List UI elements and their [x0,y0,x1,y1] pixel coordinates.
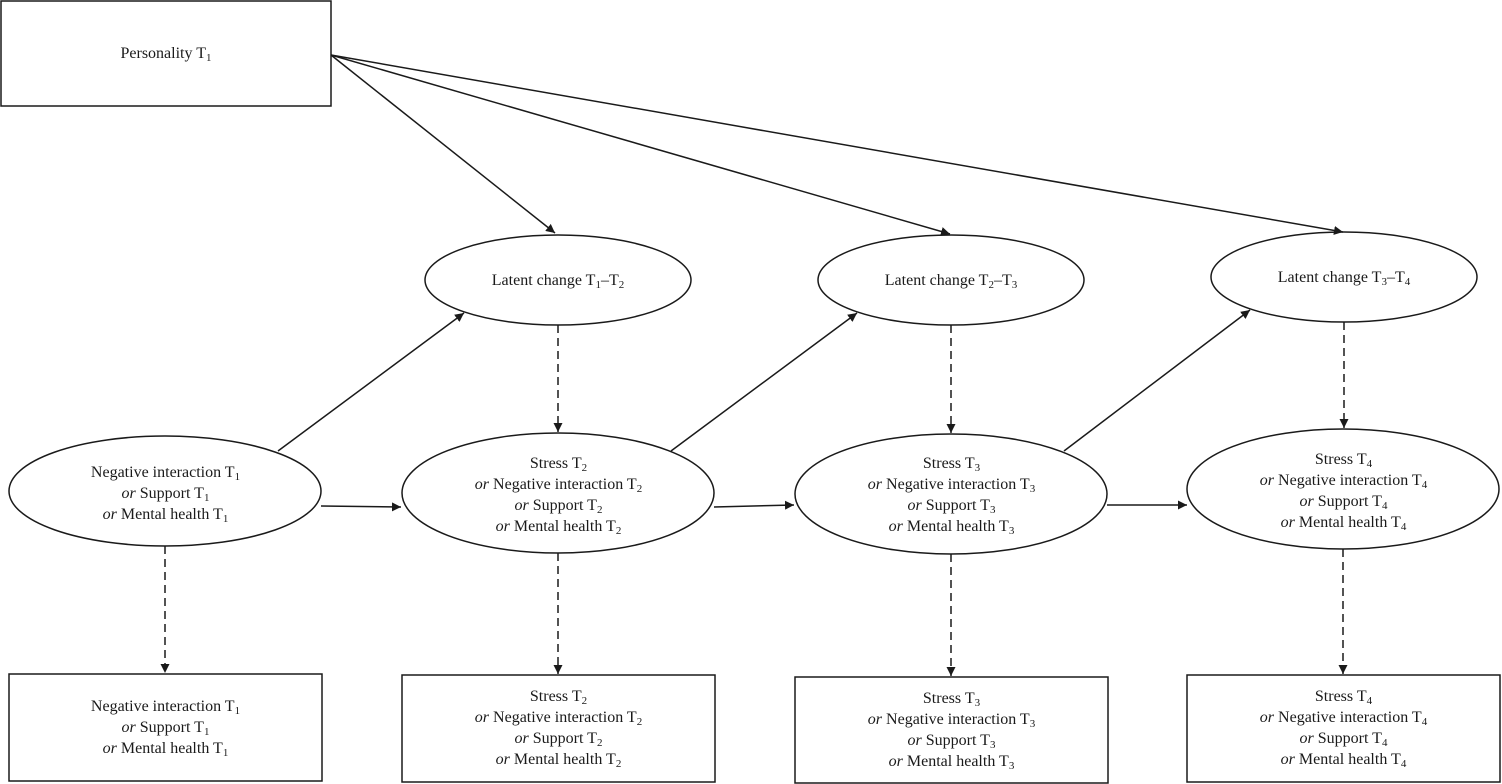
wave-label-t4: Stress T4 or Negative interaction T4 or … [1259,451,1428,533]
outcome-label-t1: Negative interaction T1 or Support T1 or… [90,698,241,759]
arrow-personality-to-latent-1 [330,54,556,234]
outcome-label-t3: Stress T3 or Negative interaction T3 or … [867,690,1036,772]
outcome-box-t3 [794,676,1109,784]
arrow-wave3-to-latent-3 [1063,309,1251,452]
arrow-wave2-to-wave3 [713,500,795,510]
outcome-label-t4: Stress T4 or Negative interaction T4 or … [1259,688,1428,770]
outcome-box-t4 [1186,674,1501,783]
outcome-box-t1 [8,673,323,782]
latent-change-label-2: Latent change T2–T3 [884,272,1018,291]
wave-label-t1: Negative interaction T1 or Support T1 or… [90,464,241,525]
outcome-box-t2 [401,674,716,783]
personality-box [0,0,332,107]
arrow-wave1-to-wave2 [320,502,402,512]
latent-change-label-1: Latent change T1–T2 [491,272,625,291]
arrow-personality-to-latent-2 [330,54,951,236]
arrow-personality-to-latent-3 [330,54,1344,235]
arrow-wave1-to-latent-1 [277,312,465,452]
latent-change-label-3: Latent change T3–T4 [1277,269,1411,288]
personality-label: Personality T1 [120,45,212,64]
outcome-label-t2: Stress T2 or Negative interaction T2 or … [474,688,643,770]
arrow-wave2-to-latent-2 [670,312,858,452]
wave-label-t3: Stress T3 or Negative interaction T3 or … [867,455,1036,537]
wave-label-t2: Stress T2 or Negative interaction T2 or … [474,455,643,537]
